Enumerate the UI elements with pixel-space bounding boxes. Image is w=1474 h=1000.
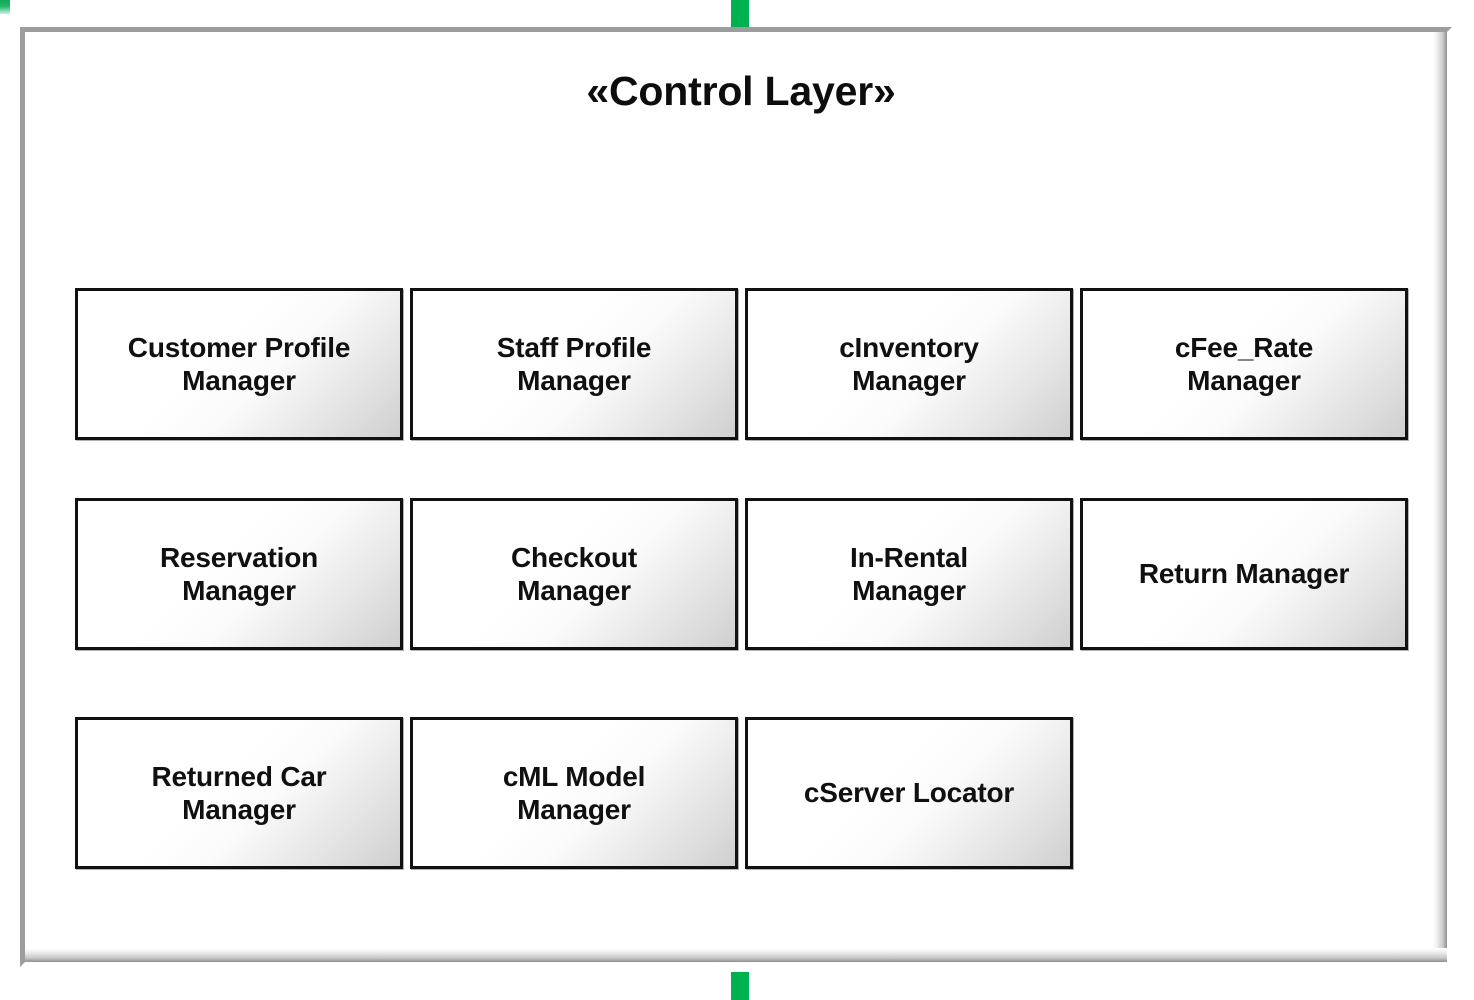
component-box[interactable]: cInventory Manager (745, 288, 1073, 440)
package-connector-tick-icon (0, 0, 10, 14)
component-box[interactable]: cServer Locator (745, 717, 1073, 869)
component-box[interactable]: Returned Car Manager (75, 717, 403, 869)
package-connector-bottom-icon (731, 972, 749, 1000)
component-box[interactable]: Customer Profile Manager (75, 288, 403, 440)
component-box[interactable]: Checkout Manager (410, 498, 738, 650)
component-label: cServer Locator (803, 777, 1015, 809)
component-label: Customer Profile Manager (127, 331, 351, 396)
package-title: «Control Layer» (586, 68, 896, 114)
component-box[interactable]: In-Rental Manager (745, 498, 1073, 650)
component-label: Staff Profile Manager (496, 331, 652, 396)
component-box[interactable]: cFee_Rate Manager (1080, 288, 1408, 440)
component-label: cInventory Manager (839, 331, 979, 396)
frame-edge-bottom (25, 948, 1447, 962)
component-label: Returned Car Manager (151, 760, 327, 825)
component-label: In-Rental Manager (850, 541, 968, 606)
component-label: cFee_Rate Manager (1174, 331, 1314, 396)
component-label: Checkout Manager (511, 541, 637, 606)
component-box[interactable]: Reservation Manager (75, 498, 403, 650)
frame-edge-right (1433, 32, 1447, 962)
component-box[interactable]: cML Model Manager (410, 717, 738, 869)
package-connector-top-icon (731, 0, 749, 28)
component-box[interactable]: Staff Profile Manager (410, 288, 738, 440)
control-layer-package: «Control Layer» Customer Profile Manager… (20, 27, 1452, 967)
component-label: Reservation Manager (159, 541, 319, 606)
component-label: Return Manager (1138, 558, 1350, 590)
component-label: cML Model Manager (502, 760, 646, 825)
component-box[interactable]: Return Manager (1080, 498, 1408, 650)
